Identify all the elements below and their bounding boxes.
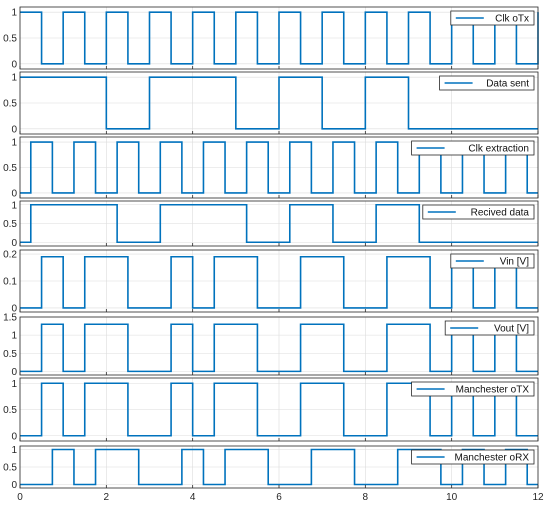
y-tick-label: 0: [11, 431, 17, 442]
y-tick-label: 1: [11, 379, 17, 390]
legend: Manchester oTX: [411, 381, 535, 397]
y-tick-label: 0: [11, 59, 17, 70]
y-tick-label: 1: [11, 445, 17, 456]
y-tick-label: 1.5: [3, 313, 17, 324]
legend-label: Vin [V]: [500, 257, 529, 268]
y-tick-label: 0.5: [3, 405, 17, 416]
legend: Data sent: [439, 75, 535, 91]
legend-box: [450, 10, 535, 26]
signal-trace: [20, 255, 538, 309]
y-tick-label: 0.5: [3, 219, 17, 230]
legend-label: Clk extraction: [468, 144, 529, 155]
y-tick-label: 0: [11, 480, 17, 491]
x-tick-label: 0: [17, 492, 23, 503]
legend-box: [422, 204, 535, 220]
x-tick-label: 4: [190, 492, 196, 503]
legend-box: [444, 320, 535, 336]
x-tick-label: 10: [446, 492, 458, 503]
legend: Clk oTx: [450, 10, 535, 26]
y-tick-label: 0.5: [3, 349, 17, 360]
signal-trace: [20, 141, 538, 194]
y-tick-label: 0.1: [3, 277, 17, 288]
legend: Vin [V]: [450, 253, 535, 269]
legend-label: Clk oTx: [495, 14, 529, 25]
x-tick-label: 8: [363, 492, 369, 503]
x-tick-label: 2: [104, 492, 110, 503]
legend-box: [411, 449, 535, 465]
legend-label: Manchester oTX: [456, 385, 530, 396]
y-tick-label: 0.5: [3, 463, 17, 474]
signal-trace: [20, 382, 538, 437]
y-tick-label: 1: [11, 138, 17, 149]
legend-label: Data sent: [486, 79, 529, 90]
legend-box: [411, 140, 535, 156]
legend-label: Vout [V]: [494, 324, 529, 335]
x-tick-label: 6: [276, 492, 282, 503]
legend-box: [439, 75, 535, 91]
y-tick-label: 1: [11, 200, 17, 211]
signal-trace: [20, 76, 538, 130]
legend-label: Manchester oRX: [455, 453, 530, 464]
legend-box: [411, 381, 535, 397]
y-tick-label: 0: [11, 238, 17, 249]
x-tick-label: 12: [532, 492, 544, 503]
y-tick-label: 0.5: [3, 163, 17, 174]
y-tick-label: 0: [11, 188, 17, 199]
legend: Clk extraction: [411, 140, 535, 156]
legend: Vout [V]: [444, 320, 535, 336]
signal-trace: [20, 203, 538, 244]
y-tick-label: 1: [11, 8, 17, 19]
y-tick-label: 0.5: [3, 99, 17, 110]
y-tick-label: 0.5: [3, 34, 17, 45]
y-tick-label: 0: [11, 124, 17, 135]
y-tick-label: 1: [11, 73, 17, 84]
y-tick-label: 0.2: [3, 250, 17, 261]
y-tick-label: 0: [11, 367, 17, 378]
legend: Recived data: [422, 204, 535, 220]
y-tick-label: 1: [11, 331, 17, 342]
y-tick-label: 0: [11, 303, 17, 314]
signal-trace: [20, 448, 538, 486]
legend-label: Recived data: [471, 208, 530, 219]
signal-trace: [20, 323, 538, 373]
legend: Manchester oRX: [411, 449, 535, 465]
legend-box: [450, 253, 535, 269]
